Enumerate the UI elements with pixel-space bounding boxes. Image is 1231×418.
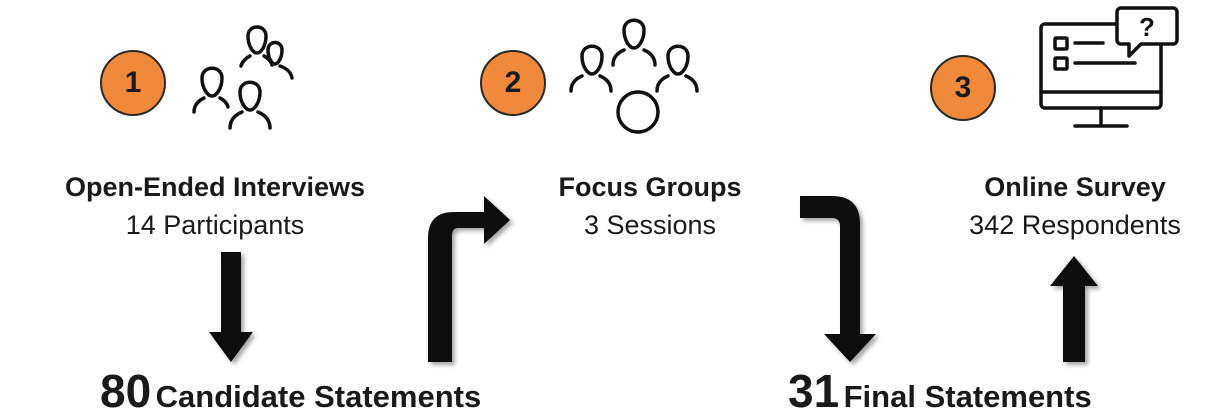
arrow-up-right-to-focus — [428, 196, 510, 362]
step-2-number: 2 — [504, 66, 522, 99]
step-3-subtitle: 342 Respondents — [969, 210, 1181, 240]
step-3-number: 3 — [954, 71, 972, 104]
final-statements: 31 Final Statements — [788, 364, 1092, 418]
step-3-badge: 3 — [930, 55, 996, 121]
candidate-statements-label: Candidate Statements — [155, 379, 482, 414]
step-1-title: Open-Ended Interviews — [64, 172, 366, 202]
focus-group-icon — [569, 18, 699, 134]
candidate-statements-count: 80 — [100, 365, 152, 417]
arrow-right-down-to-final — [800, 196, 876, 362]
arrow-down-interviews — [209, 252, 253, 362]
svg-text:?: ? — [1139, 12, 1155, 42]
final-statements-label: Final Statements — [843, 379, 1092, 414]
step-2-badge: 2 — [480, 50, 546, 116]
arrow-up-to-survey — [1050, 256, 1098, 362]
people-group-icon — [192, 25, 294, 130]
step-1-number: 1 — [124, 66, 142, 99]
online-survey-monitor-icon: ? — [1039, 6, 1179, 128]
step-2-subtitle: 3 Sessions — [583, 210, 717, 240]
step-2-title: Focus Groups — [558, 172, 742, 202]
candidate-statements: 80 Candidate Statements — [100, 364, 481, 418]
step-1-badge: 1 — [100, 50, 166, 116]
step-3-title: Online Survey — [984, 172, 1166, 202]
step-1-subtitle: 14 Participants — [125, 210, 305, 240]
final-statements-count: 31 — [788, 365, 840, 417]
